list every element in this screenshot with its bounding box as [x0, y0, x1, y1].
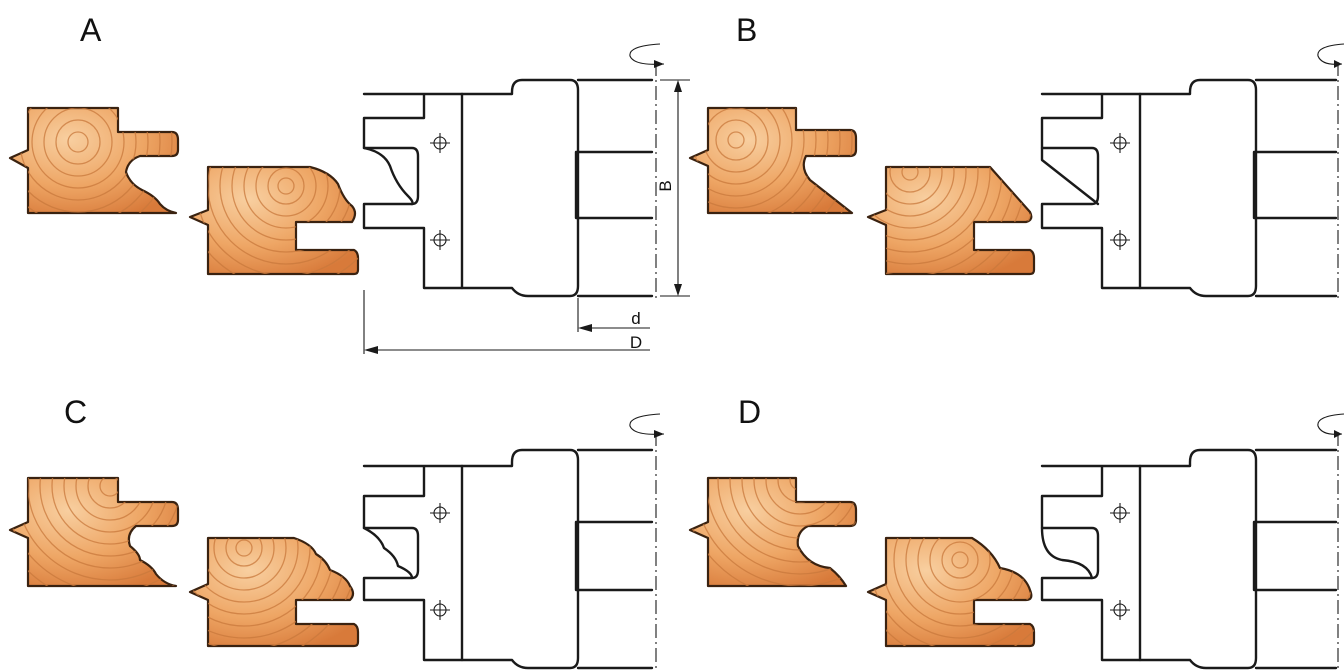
rotation-arrow-icon	[1317, 43, 1344, 68]
rotation-arrow-icon	[629, 413, 665, 438]
rotation-arrow-icon	[629, 43, 665, 68]
wood-piece-b1	[688, 106, 858, 215]
dimension-label-d-small: d	[631, 309, 640, 328]
cutter-outline-c	[362, 448, 580, 670]
wood-piece-b2	[866, 165, 1036, 276]
dimension-label-b: B	[656, 180, 675, 191]
screw-hole-icon	[1110, 230, 1130, 250]
screw-hole-icon	[1110, 503, 1130, 523]
panel-a: B d D	[8, 43, 690, 354]
wood-piece-c1	[8, 476, 180, 588]
panel-label-b: B	[736, 12, 758, 48]
panel-label-c: C	[64, 394, 88, 430]
screw-hole-icon	[1110, 133, 1130, 153]
cutter-profile-c	[362, 526, 414, 580]
panel-b	[688, 43, 1344, 300]
cutter-profile-b	[1040, 146, 1100, 206]
wood-piece-c2	[188, 536, 360, 648]
wood-piece-d2	[866, 536, 1036, 648]
panel-c	[8, 413, 665, 671]
cutter-outline-a	[362, 78, 580, 298]
screw-hole-icon	[1110, 600, 1130, 620]
wood-piece-a1	[8, 106, 180, 215]
screw-hole-icon	[430, 133, 450, 153]
rotation-arrow-icon	[1317, 413, 1344, 438]
screw-hole-icon	[430, 600, 450, 620]
cutter-outline-b	[1040, 78, 1258, 298]
cutter-profile-a	[362, 146, 414, 206]
wood-piece-a2	[188, 165, 360, 276]
screw-hole-icon	[430, 503, 450, 523]
panel-label-a: A	[80, 12, 102, 48]
cutter-profile-d	[1040, 526, 1094, 580]
panel-d	[688, 413, 1344, 671]
panel-label-d: D	[738, 394, 762, 430]
wood-piece-d1	[688, 476, 858, 588]
cutter-outline-d	[1040, 448, 1258, 670]
screw-hole-icon	[430, 230, 450, 250]
dimension-label-d-large: D	[630, 333, 642, 352]
